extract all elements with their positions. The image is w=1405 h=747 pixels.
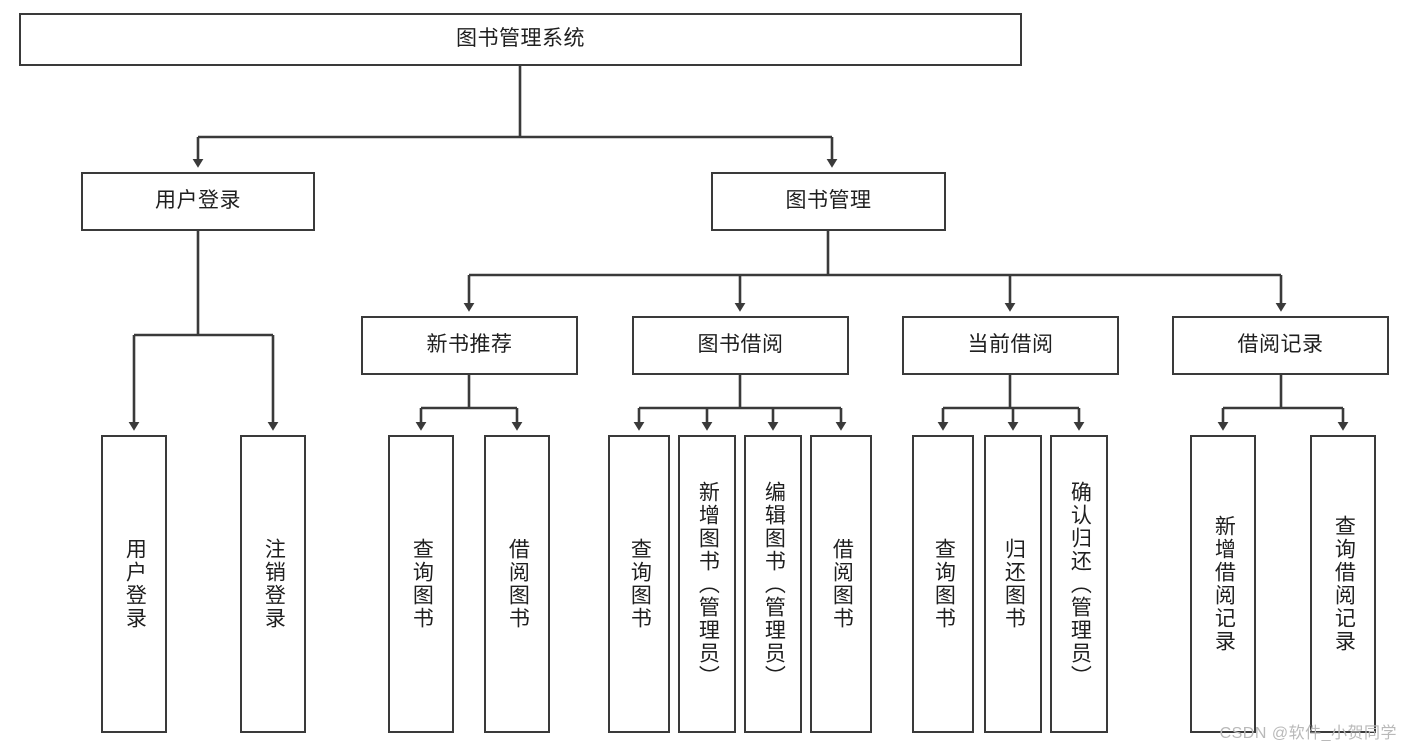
node-label: 查询图书 bbox=[410, 538, 434, 630]
node-label: 当前借阅 bbox=[967, 333, 1054, 357]
node-leaf-query-book-current[interactable]: 查询图书 bbox=[912, 435, 974, 733]
node-label: 用户登录 bbox=[155, 189, 241, 213]
node-label: 编辑图书（管理员） bbox=[762, 480, 786, 688]
node-label: 确认归还（管理员） bbox=[1068, 480, 1092, 688]
node-borrow-record[interactable]: 借阅记录 bbox=[1172, 316, 1389, 375]
node-current-borrow[interactable]: 当前借阅 bbox=[902, 316, 1119, 375]
node-label: 用户登录 bbox=[123, 538, 147, 630]
node-label: 新增借阅记录 bbox=[1212, 515, 1236, 653]
node-leaf-confirm-return[interactable]: 确认归还（管理员） bbox=[1050, 435, 1108, 733]
node-leaf-query-book-rec[interactable]: 查询图书 bbox=[388, 435, 454, 733]
node-label: 查询图书 bbox=[628, 538, 652, 630]
node-leaf-add-book[interactable]: 新增图书（管理员） bbox=[678, 435, 736, 733]
node-root-system[interactable]: 图书管理系统 bbox=[19, 13, 1022, 66]
node-label: 查询借阅记录 bbox=[1332, 515, 1356, 653]
node-leaf-query-record[interactable]: 查询借阅记录 bbox=[1310, 435, 1376, 733]
watermark: CSDN @软件_小贺同学 bbox=[1219, 725, 1397, 742]
node-leaf-user-login[interactable]: 用户登录 bbox=[101, 435, 167, 733]
node-label: 注销登录 bbox=[262, 538, 286, 630]
node-label: 查询图书 bbox=[932, 538, 956, 630]
node-root-label: 图书管理系统 bbox=[456, 27, 585, 51]
node-label: 归还图书 bbox=[1002, 538, 1026, 630]
node-label: 借阅记录 bbox=[1237, 333, 1324, 357]
node-leaf-return-book[interactable]: 归还图书 bbox=[984, 435, 1042, 733]
node-book-borrow[interactable]: 图书借阅 bbox=[632, 316, 849, 375]
node-book-manage[interactable]: 图书管理 bbox=[711, 172, 946, 231]
node-label: 图书管理 bbox=[785, 189, 872, 213]
node-label: 图书借阅 bbox=[697, 333, 784, 357]
node-label: 新书推荐 bbox=[426, 333, 513, 357]
node-label: 借阅图书 bbox=[830, 538, 854, 630]
node-leaf-add-record[interactable]: 新增借阅记录 bbox=[1190, 435, 1256, 733]
node-leaf-query-book[interactable]: 查询图书 bbox=[608, 435, 670, 733]
node-leaf-borrow-book-rec[interactable]: 借阅图书 bbox=[484, 435, 550, 733]
node-label: 新增图书（管理员） bbox=[696, 480, 720, 688]
node-label: 借阅图书 bbox=[506, 538, 530, 630]
node-new-book-rec[interactable]: 新书推荐 bbox=[361, 316, 578, 375]
node-leaf-logout[interactable]: 注销登录 bbox=[240, 435, 306, 733]
node-leaf-edit-book[interactable]: 编辑图书（管理员） bbox=[744, 435, 802, 733]
node-leaf-borrow-book[interactable]: 借阅图书 bbox=[810, 435, 872, 733]
node-user-login[interactable]: 用户登录 bbox=[81, 172, 315, 231]
